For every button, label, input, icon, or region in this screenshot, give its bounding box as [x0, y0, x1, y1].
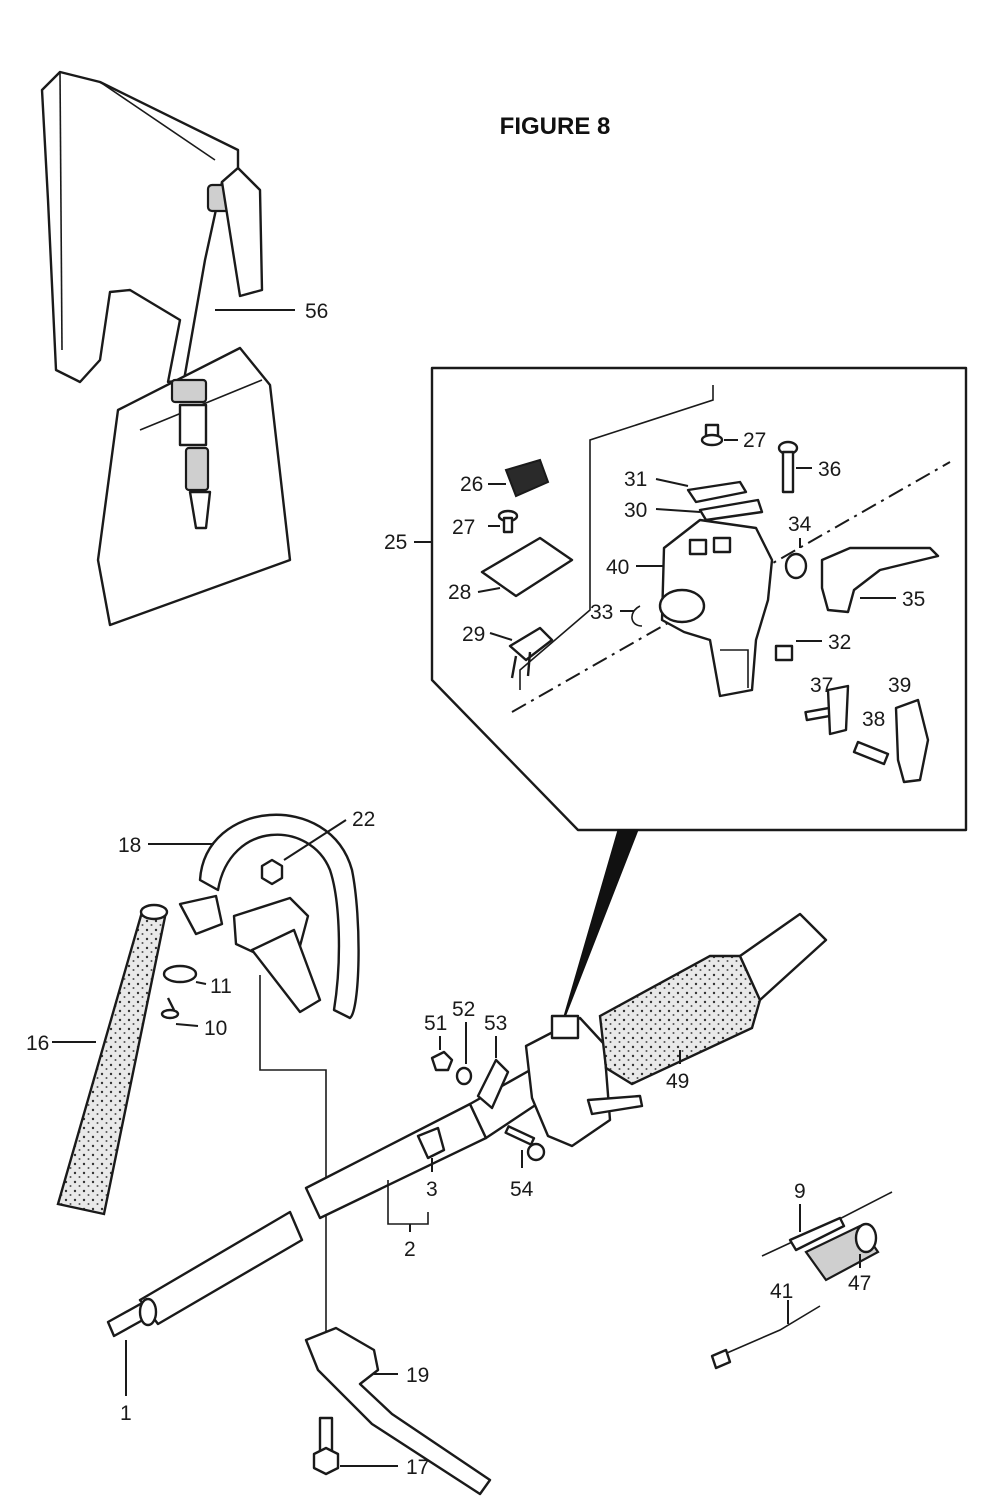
callout-9: 9	[794, 1180, 806, 1203]
part-11	[162, 964, 198, 984]
callout-51: 51	[424, 1012, 447, 1035]
callout-22: 22	[352, 808, 375, 831]
callout-37: 37	[810, 674, 833, 697]
callout-2: 2	[404, 1238, 416, 1261]
callout-39: 39	[888, 674, 911, 697]
bracket-2	[387, 1180, 429, 1225]
callout-47: 47	[848, 1272, 871, 1295]
part-31	[686, 480, 748, 504]
part-35	[820, 546, 940, 614]
shaft-end	[738, 912, 828, 1002]
callout-11: 11	[210, 975, 232, 998]
callout-33: 33	[590, 601, 613, 624]
part-9-fitting	[788, 1216, 846, 1252]
part-52	[455, 1066, 473, 1086]
part-17	[312, 1416, 340, 1476]
part-51	[430, 1050, 454, 1072]
part-33	[631, 605, 643, 627]
callout-56: 56	[305, 300, 328, 323]
part-16-grip	[56, 910, 168, 1216]
callout-1: 1	[120, 1402, 132, 1425]
callout-26: 26	[460, 473, 483, 496]
callout-27-left: 27	[452, 516, 475, 539]
part-27-left	[497, 509, 519, 534]
part-41-wire	[719, 1305, 821, 1357]
part-37	[804, 684, 850, 736]
guide-line	[259, 975, 327, 1340]
callout-3: 3	[426, 1178, 438, 1201]
callout-16: 16	[26, 1032, 49, 1055]
callout-36: 36	[818, 458, 841, 481]
part-19	[304, 1326, 492, 1496]
callout-49: 49	[666, 1070, 689, 1093]
callout-31: 31	[624, 468, 647, 491]
part-40-housing	[658, 518, 774, 698]
part-30	[698, 498, 764, 522]
callout-17: 17	[406, 1456, 429, 1479]
callout-27-top: 27	[743, 429, 766, 452]
part-29	[508, 626, 554, 679]
callout-40: 40	[606, 556, 629, 579]
part-49-grip	[598, 954, 762, 1086]
part-39	[894, 698, 930, 784]
part-18-loop-handle	[198, 813, 360, 1020]
part-38	[852, 740, 890, 766]
part-34	[784, 552, 808, 580]
callout-19: 19	[406, 1364, 429, 1387]
callout-18: 18	[118, 834, 141, 857]
callout-52: 52	[452, 998, 475, 1021]
part-36	[777, 440, 799, 494]
throttle-housing	[524, 1014, 644, 1148]
callout-25: 25	[384, 531, 407, 554]
callout-34: 34	[788, 513, 812, 536]
part-32	[774, 644, 794, 662]
part-53	[476, 1058, 510, 1110]
callout-32: 32	[828, 631, 851, 654]
shoulder-harness	[40, 70, 292, 627]
figure-title: FIGURE 8	[500, 113, 611, 140]
callout-41: 41	[770, 1280, 793, 1303]
callout-10: 10	[204, 1017, 227, 1040]
part-27-top	[700, 423, 724, 447]
callout-38: 38	[862, 708, 885, 731]
inset-frame	[430, 366, 968, 832]
callout-29: 29	[462, 623, 485, 646]
callout-28: 28	[448, 581, 471, 604]
part-10	[160, 997, 180, 1020]
callout-54: 54	[510, 1178, 534, 1201]
part-54	[504, 1125, 546, 1162]
detail-arrow	[559, 829, 639, 1031]
callout-53: 53	[484, 1012, 507, 1035]
part-3	[416, 1126, 446, 1160]
handle-clamp	[178, 894, 322, 1014]
callout-35: 35	[902, 588, 925, 611]
part-22	[260, 858, 284, 886]
part-26	[504, 458, 550, 498]
callout-30: 30	[624, 499, 647, 522]
part-28	[480, 536, 574, 598]
